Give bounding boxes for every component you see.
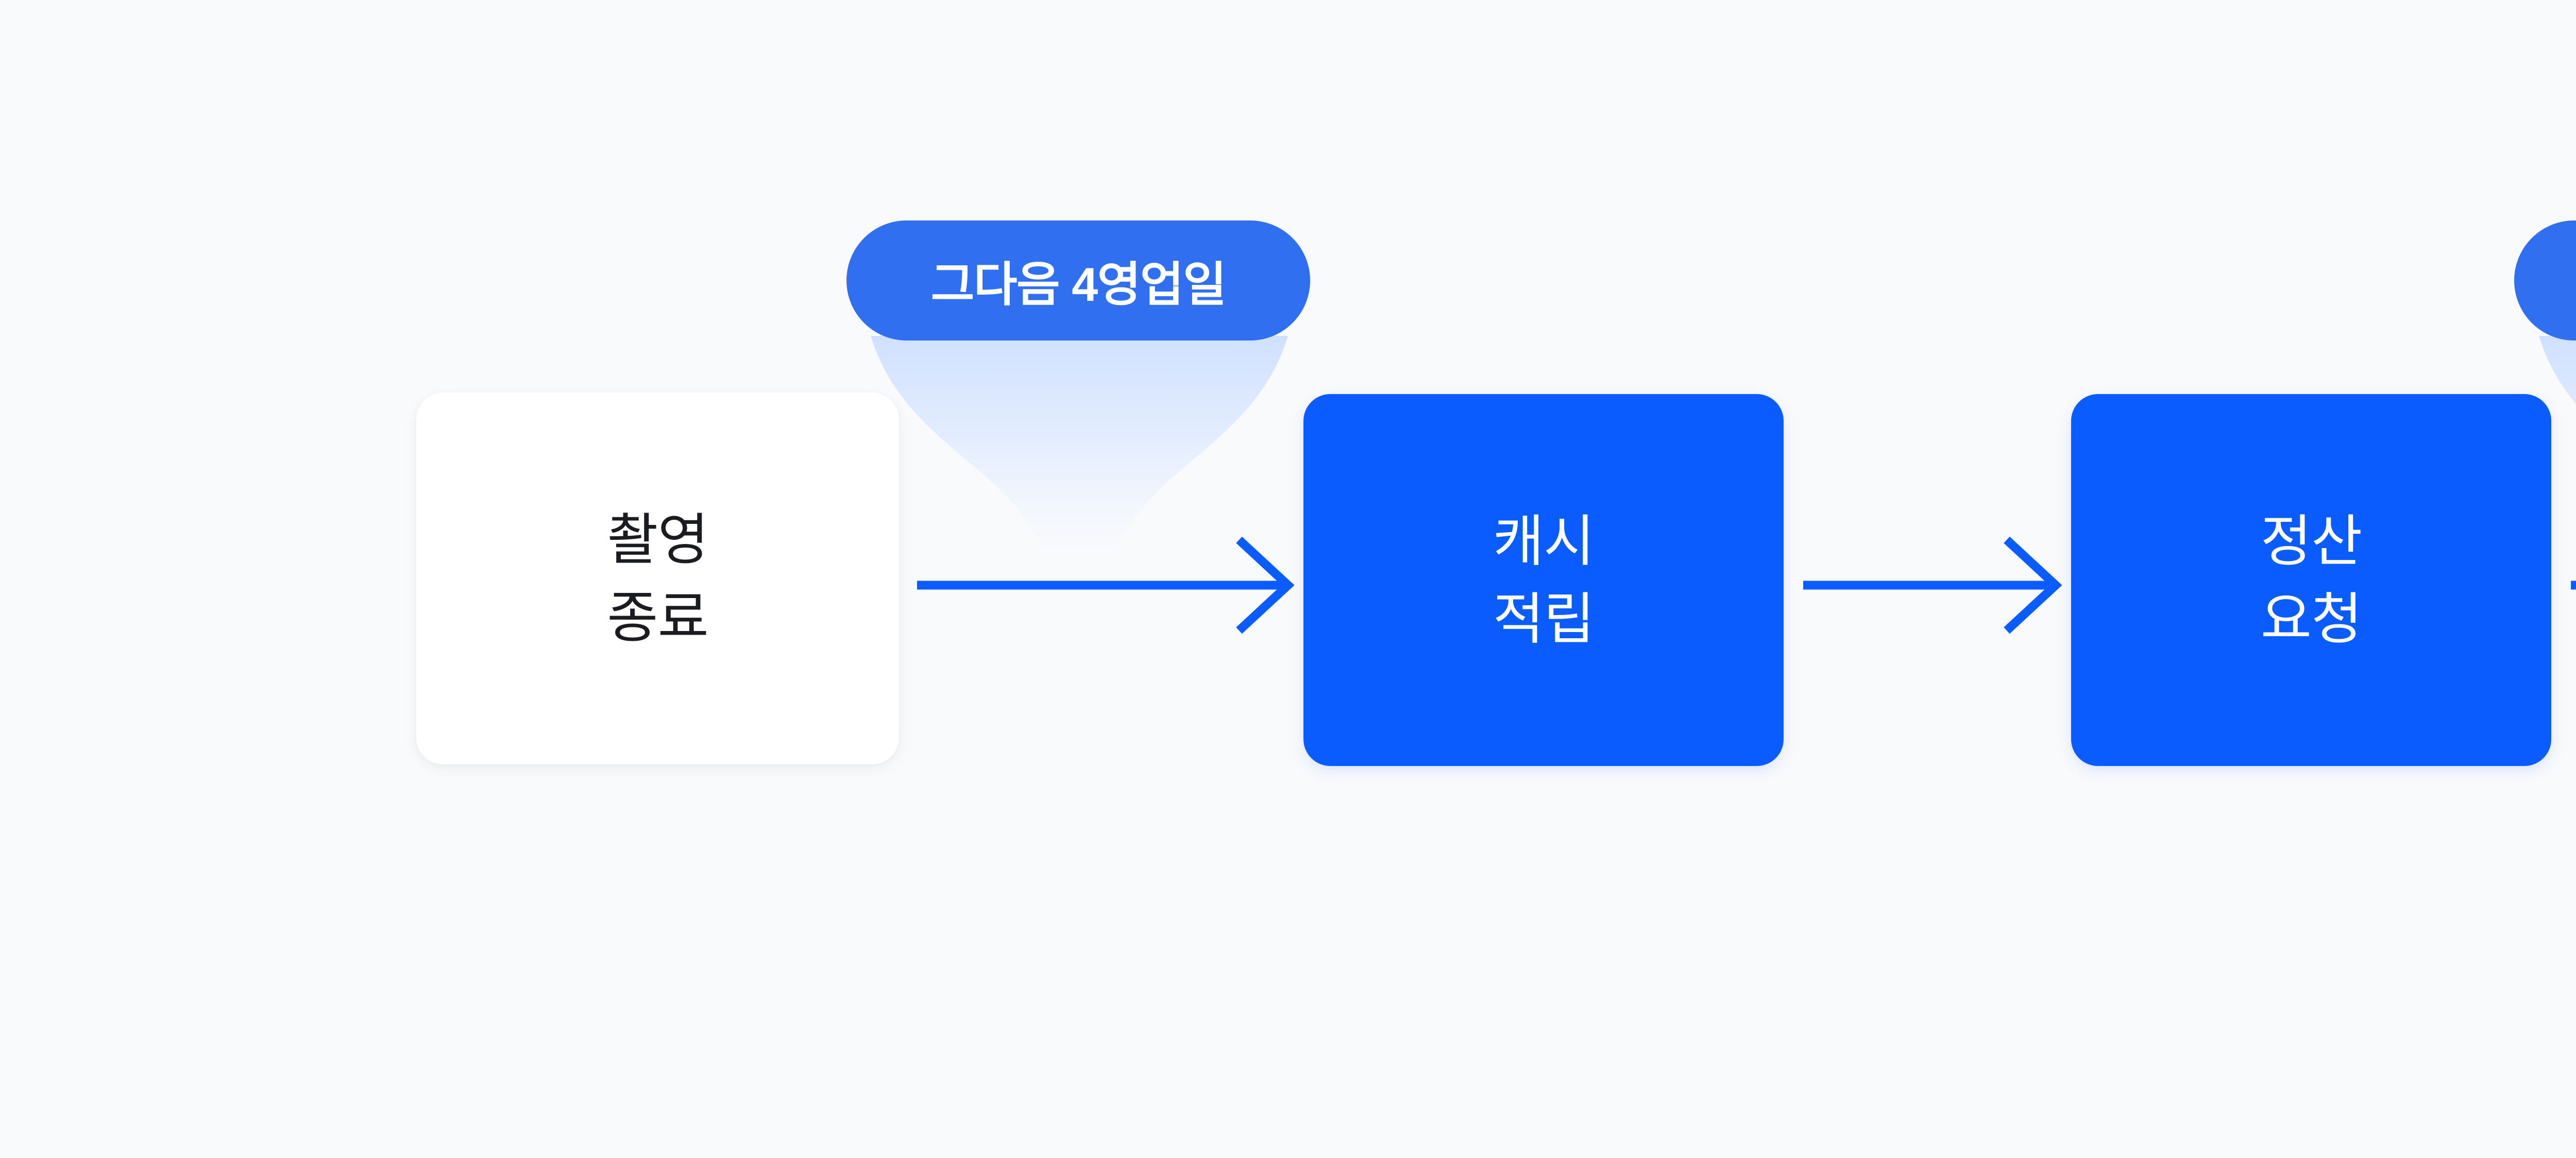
step-label-line-2: 요청: [2260, 588, 2363, 650]
step-label-line-2: 종료: [607, 586, 709, 649]
step-label-line-1: 정산: [2260, 509, 2363, 572]
step-label-line-1: 촬영: [607, 508, 709, 571]
arrow-1: [917, 536, 1295, 634]
step-label-line-2: 적립: [1493, 588, 1595, 650]
arrow-3: [2571, 581, 2576, 590]
step-label-line-1: 캐시: [1493, 509, 1595, 572]
badge-label: 그다음 4영업일: [930, 259, 1227, 311]
badge-after-1-business-day[interactable]: 그다음 1영업일: [2514, 220, 2576, 340]
step-box-shooting-end[interactable]: 촬영 종료: [416, 393, 899, 764]
plume-shape-1: [871, 336, 1288, 578]
badge-after-4-business-days[interactable]: 그다음 4영업일: [846, 220, 1310, 340]
step-box-cash-accrual[interactable]: 캐시 적립: [1303, 394, 1784, 766]
arrow-2: [1803, 536, 2062, 634]
step-box-settlement-request[interactable]: 정산 요청: [2071, 394, 2551, 766]
